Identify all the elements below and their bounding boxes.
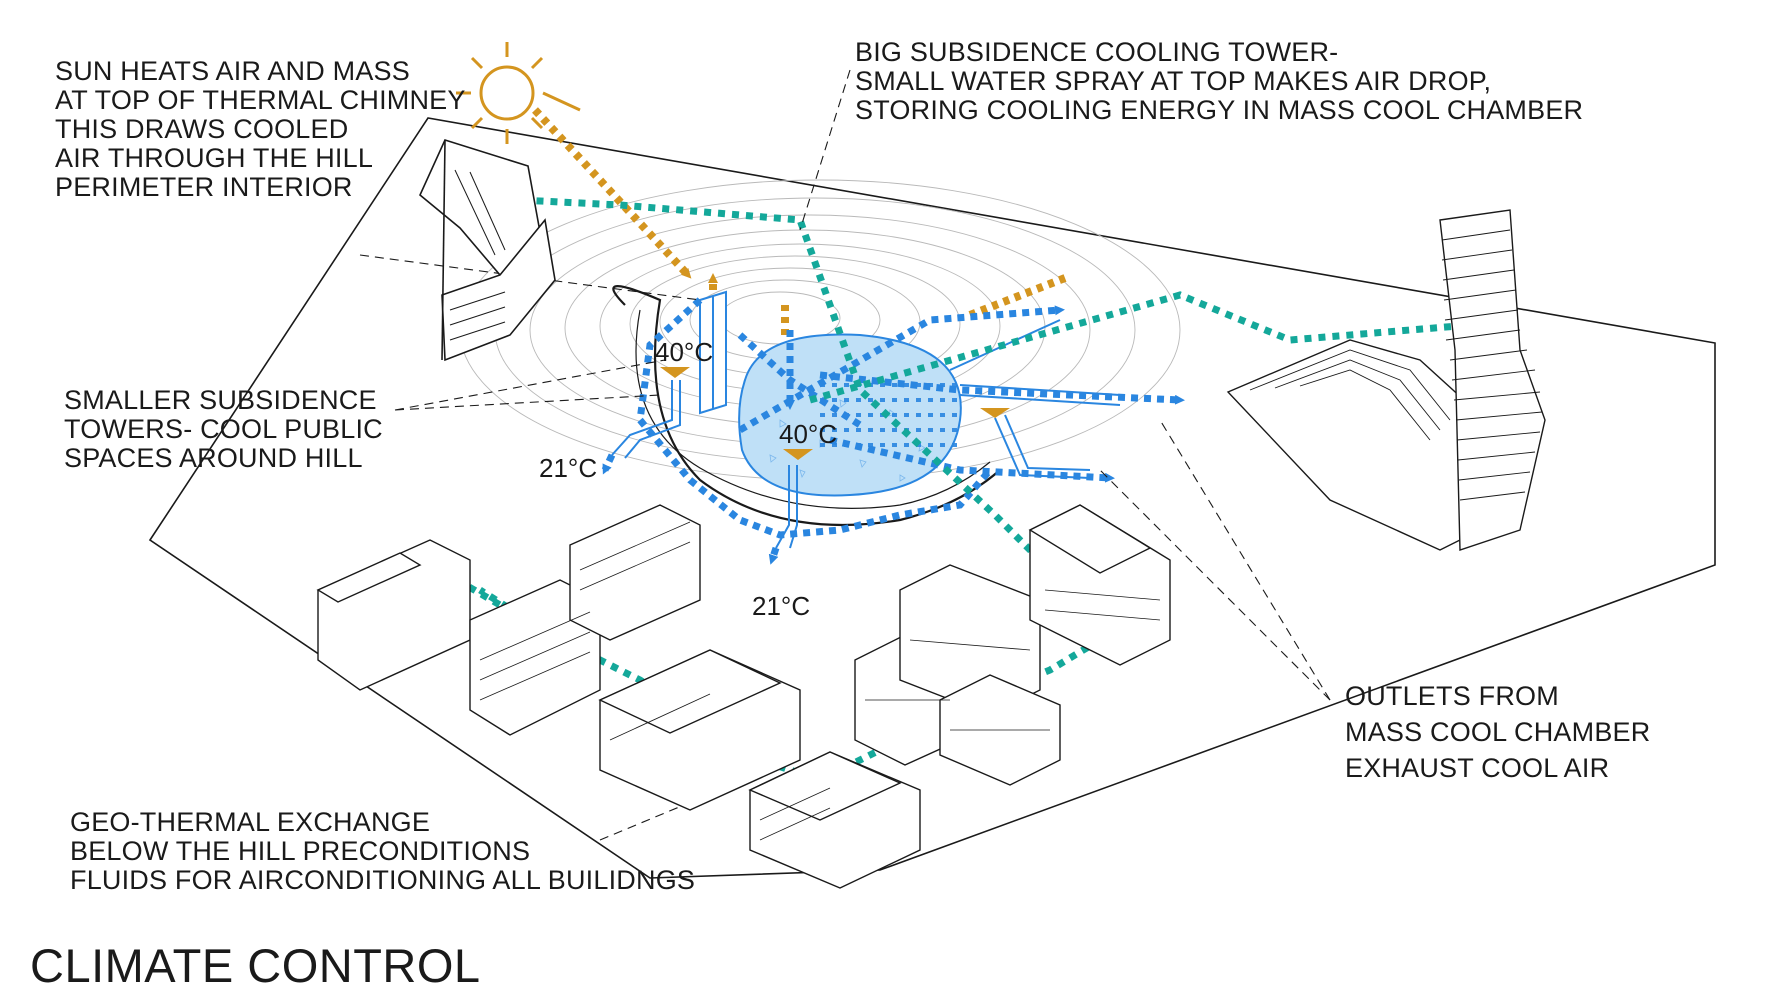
temp-cool-left: 21°C bbox=[539, 453, 598, 483]
right-tower-building bbox=[1226, 209, 1546, 551]
sun-heat-flow bbox=[532, 107, 1067, 338]
annotation-geothermal: GEO-THERMAL EXCHANGE BELOW THE HILL PREC… bbox=[70, 808, 695, 895]
annotation-sun-line: SUN HEATS AIR AND MASS bbox=[55, 56, 410, 86]
sun-icon bbox=[456, 42, 581, 144]
annotation-smaller-line: SMALLER SUBSIDENCE bbox=[64, 385, 377, 415]
annotation-tower: BIG SUBSIDENCE COOLING TOWER- SMALL WATE… bbox=[855, 38, 1583, 125]
thermal-chimney bbox=[699, 290, 727, 415]
annotation-geo-line: FLUIDS FOR AIRCONDITIONING ALL BUILIDNGS bbox=[70, 865, 696, 895]
annotation-sun-line: AT TOP OF THERMAL CHIMNEY bbox=[55, 85, 466, 115]
annotation-tower-line: BIG SUBSIDENCE COOLING TOWER- bbox=[855, 37, 1339, 67]
site-plane bbox=[148, 117, 1716, 879]
annotation-sun-line: PERIMETER INTERIOR bbox=[55, 172, 353, 202]
annotation-geo-line: BELOW THE HILL PRECONDITIONS bbox=[70, 836, 531, 866]
annotation-smaller-towers: SMALLER SUBSIDENCE TOWERS- COOL PUBLIC S… bbox=[64, 386, 383, 473]
water-spray-markers bbox=[660, 367, 1010, 460]
annotation-sun: SUN HEATS AIR AND MASS AT TOP OF THERMAL… bbox=[55, 57, 466, 202]
diagram-title: CLIMATE CONTROL bbox=[30, 939, 481, 992]
lower-right-buildings bbox=[854, 504, 1171, 786]
annotation-sun-line: THIS DRAWS COOLED bbox=[55, 114, 349, 144]
annotation-outlets-line: EXHAUST COOL AIR bbox=[1345, 753, 1610, 783]
small-tower-left bbox=[611, 380, 681, 459]
left-tower-building bbox=[419, 139, 556, 362]
annotation-tower-line: SMALL WATER SPRAY AT TOP MAKES AIR DROP, bbox=[855, 66, 1492, 96]
annotation-tower-line: STORING COOLING ENERGY IN MASS COOL CHAM… bbox=[855, 95, 1584, 125]
annotation-smaller-line: TOWERS- COOL PUBLIC bbox=[64, 414, 383, 444]
annotation-smaller-line: SPACES AROUND HILL bbox=[64, 443, 363, 473]
annotation-geo-line: GEO-THERMAL EXCHANGE bbox=[70, 807, 431, 837]
small-tower-center bbox=[775, 465, 798, 549]
temp-cool-bottom: 21°C bbox=[752, 591, 811, 621]
annotation-outlets: OUTLETS FROM MASS COOL CHAMBER EXHAUST C… bbox=[1345, 678, 1650, 786]
annotation-outlets-line: OUTLETS FROM bbox=[1345, 681, 1559, 711]
temp-hot-center: 40°C bbox=[779, 419, 838, 449]
annotation-outlets-line: MASS COOL CHAMBER bbox=[1345, 717, 1651, 747]
lower-left-buildings bbox=[316, 504, 921, 889]
temp-hot-left: 40°C bbox=[655, 337, 714, 367]
annotation-sun-line: AIR THROUGH THE HILL bbox=[55, 143, 374, 173]
cool-air-flow bbox=[601, 297, 1185, 565]
